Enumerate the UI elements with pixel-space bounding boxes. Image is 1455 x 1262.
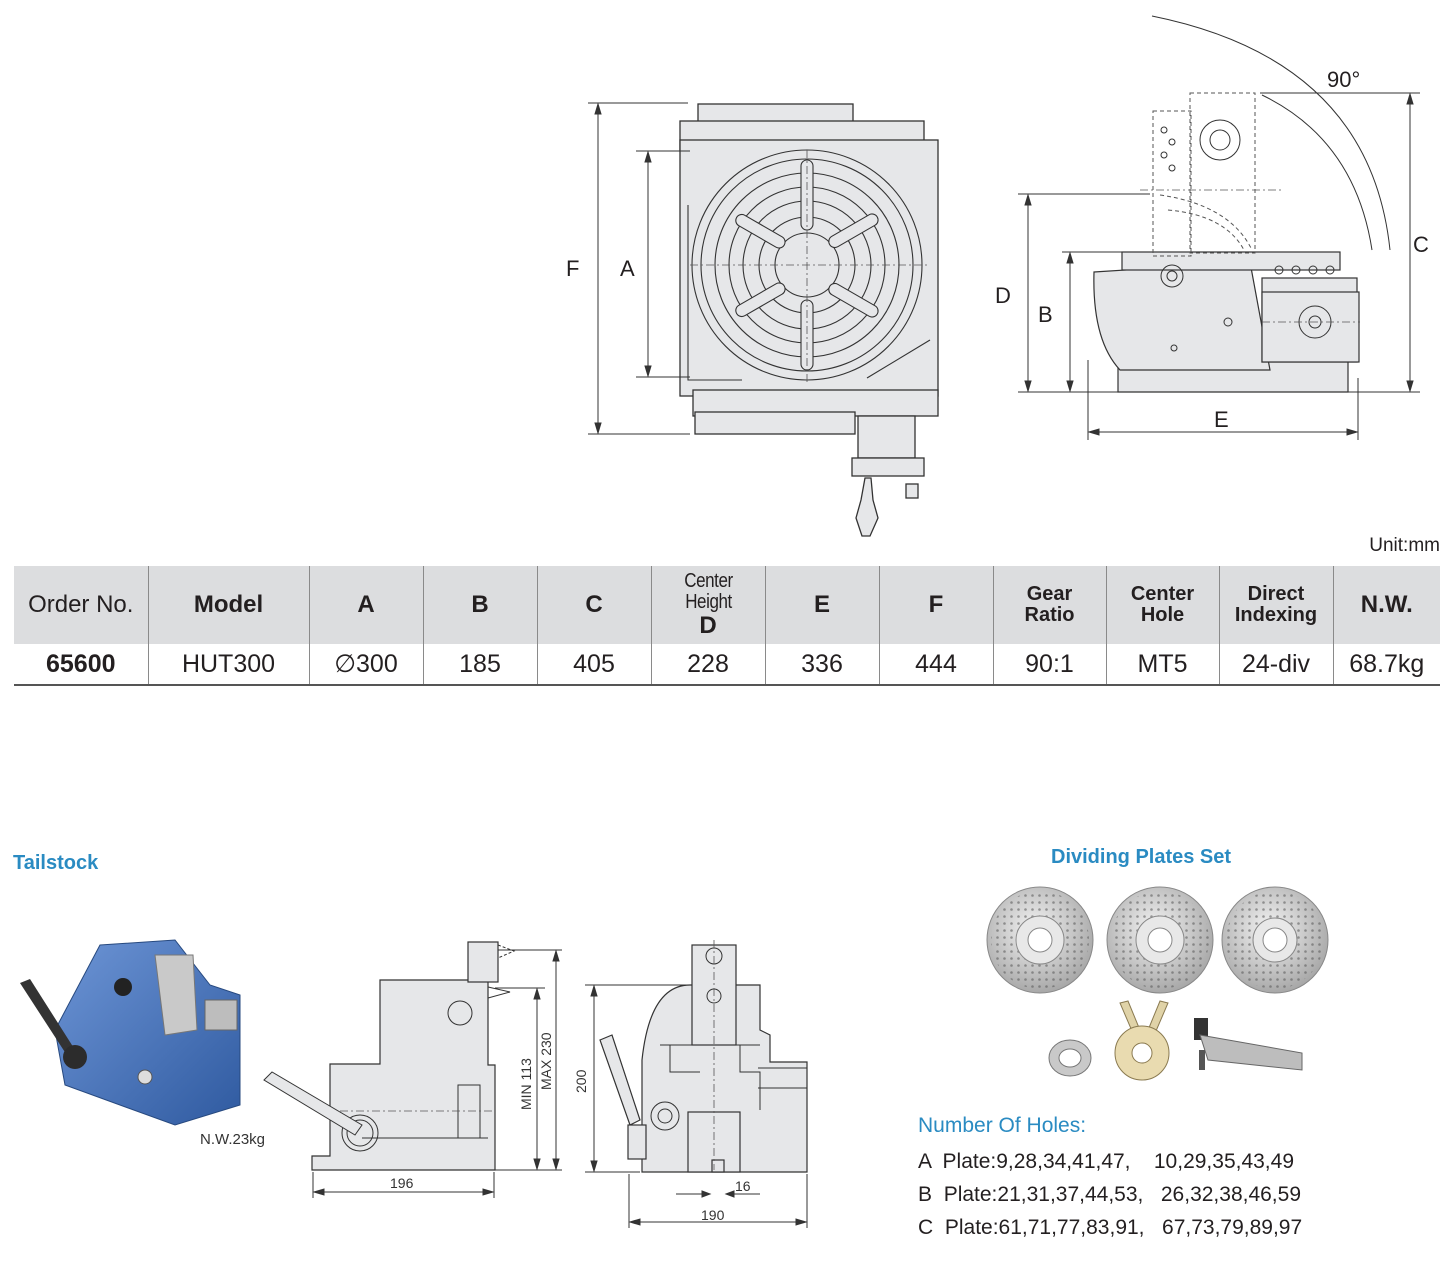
tailstock-photo xyxy=(20,939,241,1126)
label-d: D xyxy=(995,283,1011,308)
plate-a xyxy=(986,886,1094,994)
cell-order-no: 65600 xyxy=(14,644,148,686)
tailstock-side-drawing: MIN 113 MAX 230 196 xyxy=(263,941,562,1198)
plate-row-c: C Plate:61,71,77,83,91, 67,73,79,89,97 xyxy=(918,1216,1303,1239)
table-row: 65600 HUT300 ∅300 185 405 228 336 444 90… xyxy=(14,644,1440,686)
cell-d: 228 xyxy=(650,644,765,686)
cell-c: 405 xyxy=(536,644,651,686)
cell-b: 185 xyxy=(422,644,537,686)
unit-label: Unit:mm xyxy=(1369,535,1440,556)
label-e: E xyxy=(1214,407,1229,432)
washer xyxy=(1048,1039,1092,1077)
header-order-no: Order No. xyxy=(14,566,148,644)
header-a: A xyxy=(308,566,423,644)
tailstock-front-drawing: 200 190 16 xyxy=(573,940,808,1228)
tailstock-length: 196 xyxy=(390,1175,414,1191)
header-b: B xyxy=(422,566,537,644)
cell-e: 336 xyxy=(764,644,879,686)
rotary-table-front-view: F A xyxy=(566,102,939,537)
plate-c xyxy=(1221,886,1329,994)
cell-f: 444 xyxy=(878,644,993,686)
plate-b xyxy=(1106,886,1214,994)
crank-handle xyxy=(1194,1018,1303,1071)
tailstock-min: MIN 113 xyxy=(518,1058,534,1110)
header-nw: N.W. xyxy=(1332,566,1440,644)
header-c: C xyxy=(536,566,651,644)
sector-arms xyxy=(1114,1000,1170,1081)
cell-center-hole: MT5 xyxy=(1105,644,1219,686)
label-f: F xyxy=(566,256,579,281)
tailstock-title: Tailstock xyxy=(13,852,99,874)
plate-row-a: A Plate:9,28,34,41,47, 10,29,35,43,49 xyxy=(918,1150,1295,1173)
header-model: Model xyxy=(147,566,309,644)
plate-row-b: B Plate:21,31,37,44,53, 26,32,38,46,59 xyxy=(918,1183,1302,1206)
tailstock-max: MAX 230 xyxy=(538,1032,554,1090)
header-e: E xyxy=(764,566,879,644)
cell-direct-indexing: 24-div xyxy=(1218,644,1333,686)
cell-gear-ratio: 90:1 xyxy=(992,644,1106,686)
dividing-plates-title: Dividing Plates Set xyxy=(1051,846,1232,868)
holes-title: Number Of Holes: xyxy=(918,1114,1087,1137)
tailstock-height: 200 xyxy=(573,1069,589,1093)
label-angle: 90° xyxy=(1327,67,1360,92)
cell-nw: 68.7kg xyxy=(1332,644,1440,686)
dividing-plates-photo xyxy=(986,886,1329,1081)
tailstock-width: 190 xyxy=(701,1207,725,1223)
header-f: F xyxy=(878,566,993,644)
cell-model: HUT300 xyxy=(147,644,309,686)
label-c: C xyxy=(1413,232,1429,257)
label-b: B xyxy=(1038,302,1053,327)
tailstock-weight: N.W.23kg xyxy=(200,1131,266,1148)
tailstock-slot: 16 xyxy=(735,1178,751,1194)
label-a: A xyxy=(620,256,635,281)
rotary-table-side-view: D B C E 90° xyxy=(995,15,1429,440)
cell-a: ∅300 xyxy=(308,644,423,686)
